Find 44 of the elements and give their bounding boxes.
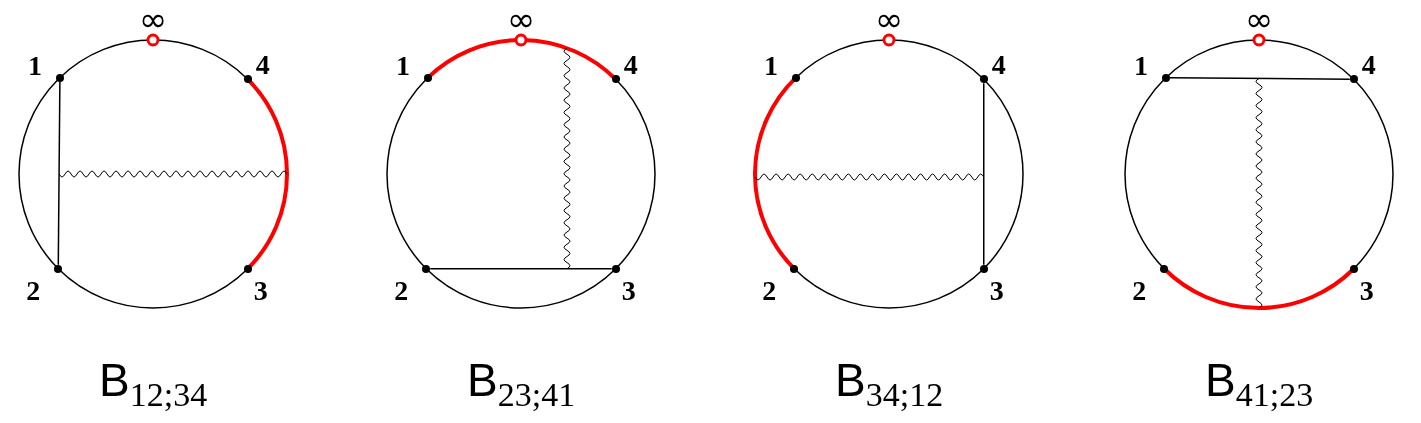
- point-label: 1: [763, 51, 778, 80]
- vertex-dot: [54, 264, 63, 273]
- point-label: 2: [762, 276, 777, 305]
- point-label: 1: [395, 51, 410, 80]
- infinity-symbol: ∞: [875, 2, 904, 36]
- point-label: 1: [1133, 51, 1148, 80]
- vertex-dot: [243, 75, 252, 84]
- vertex-dot: [611, 75, 620, 84]
- diagram-caption: B$_{23;41}$: [467, 353, 576, 416]
- point-label: 4: [1361, 51, 1376, 80]
- vertex-dot: [979, 264, 988, 273]
- point-label: 1: [27, 51, 42, 80]
- point-label: 3: [253, 276, 268, 305]
- diagram-caption: B$_{34;12}$: [835, 353, 944, 416]
- point-label: 3: [1359, 276, 1374, 305]
- chord-line: [57, 80, 61, 266]
- chord-line: [983, 82, 985, 266]
- infinity-symbol: ∞: [139, 2, 168, 36]
- point-label: 4: [255, 51, 270, 80]
- point-label: 2: [26, 276, 41, 305]
- vertex-dot: [1161, 73, 1170, 82]
- point-label: 4: [623, 51, 638, 80]
- point-label: 3: [989, 276, 1004, 305]
- diagram-caption: B$_{12;34}$: [99, 353, 208, 416]
- vertex-dot: [790, 264, 799, 273]
- vertex-dot: [611, 264, 620, 273]
- infinity-symbol: ∞: [507, 2, 536, 36]
- vertex-dot: [1160, 264, 1169, 273]
- vertex-dot: [1349, 264, 1358, 273]
- point-label: 2: [1132, 276, 1147, 305]
- vertex-dot: [791, 73, 800, 82]
- chord-line: [429, 268, 613, 270]
- point-label: 4: [991, 51, 1006, 80]
- vertex-dot: [423, 73, 432, 82]
- vertex-dot: [1349, 75, 1358, 84]
- vertex-dot: [979, 75, 988, 84]
- vertex-dot: [243, 264, 252, 273]
- vertex-dot: [422, 264, 431, 273]
- chord-line: [1169, 76, 1351, 80]
- point-label: 2: [394, 276, 409, 305]
- point-label: 3: [621, 276, 636, 305]
- diagram-caption: B$_{41;23}$: [1205, 353, 1314, 416]
- infinity-symbol: ∞: [1245, 2, 1274, 36]
- vertex-dot: [55, 73, 64, 82]
